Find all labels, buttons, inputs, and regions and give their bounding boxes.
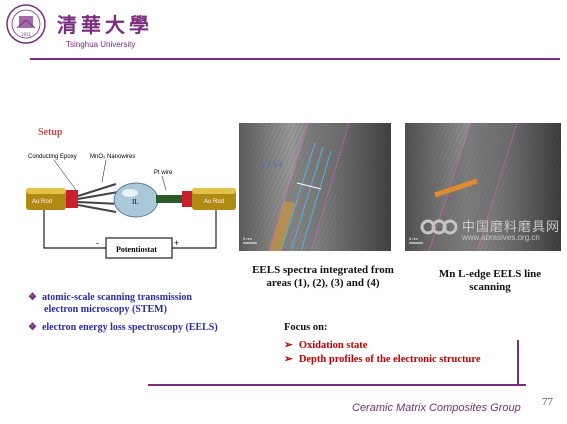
focus-item-oxidation: ➢ Oxidation state bbox=[284, 339, 367, 351]
arrow-bullet-icon: ➢ bbox=[284, 340, 293, 351]
left-au-rod-label: Au Rod bbox=[32, 199, 52, 205]
arrow-bullet-icon: ➢ bbox=[284, 354, 293, 365]
conducting-epoxy bbox=[66, 190, 78, 208]
bullet-eels: ❖ electron energy loss spectroscopy (EELS… bbox=[28, 322, 218, 334]
area-number-labels: 1 2 3 4 bbox=[261, 162, 283, 169]
caption-eels-spectra: EELS spectra integrated from areas (1), … bbox=[252, 264, 394, 289]
bullet-eels-text: electron energy loss spectroscopy (EELS) bbox=[41, 322, 218, 333]
diamond-bullet-icon: ❖ bbox=[28, 322, 37, 333]
potentiostat-box bbox=[105, 237, 173, 259]
minus-sign: - bbox=[96, 238, 99, 248]
il-label: IL bbox=[132, 198, 139, 206]
setup-title: Setup bbox=[38, 127, 63, 138]
university-name-chinese: 清華大學 bbox=[57, 13, 153, 37]
eels-line-scan-micrograph: 5 nm bbox=[405, 123, 561, 251]
watermark-url: www.abrasives.org.cn bbox=[462, 233, 540, 242]
stem-micrograph-areas: 1 2 3 4 5 nm bbox=[239, 123, 391, 251]
focus-title: Focus on: bbox=[284, 322, 328, 333]
tsinghua-seal-logo: 1911 bbox=[6, 4, 46, 44]
watermark-chinese: 中国磨料磨具网 bbox=[462, 220, 561, 235]
bullet-stem-text-1: atomic-scale scanning transmission bbox=[41, 292, 192, 303]
scale-bar-1: 5 nm bbox=[243, 236, 253, 241]
focus-item-text: Oxidation state bbox=[298, 340, 368, 351]
footer-vertical-divider bbox=[517, 340, 519, 386]
diamond-bullet-icon: ❖ bbox=[28, 292, 37, 303]
pt-wire bbox=[156, 195, 182, 203]
seal-year: 1911 bbox=[21, 32, 32, 37]
pt-wire-label: Pt wire bbox=[154, 170, 173, 176]
plus-sign: + bbox=[174, 238, 179, 248]
scale-bar-2: 5 nm bbox=[409, 236, 419, 241]
bullet-stem-continued: electron microscopy (STEM) bbox=[44, 304, 167, 315]
nanowires-label: MnO₂ Nanowires bbox=[90, 154, 135, 160]
line-scan-marker bbox=[434, 178, 478, 198]
abrasives-watermark-logo bbox=[420, 219, 458, 235]
setup-schematic: Conducting Epoxy MnO₂ Nanowires Pt wire … bbox=[24, 146, 238, 270]
bullet-stem: ❖ atomic-scale scanning transmission bbox=[28, 292, 192, 304]
footer-divider bbox=[148, 384, 526, 386]
potentiostat-label: Potentiostat bbox=[116, 245, 157, 254]
university-name-english: Tsinghua University bbox=[66, 40, 136, 49]
footer-group-name: Ceramic Matrix Composites Group bbox=[352, 402, 521, 414]
conducting-epoxy-label: Conducting Epoxy bbox=[28, 154, 77, 160]
caption-line-scan: Mn L-edge EELS line scanning bbox=[438, 268, 542, 293]
right-au-rod-label: Au Rod bbox=[204, 199, 224, 205]
focus-item-text: Depth profiles of the electronic structu… bbox=[298, 354, 481, 365]
focus-item-depth-profiles: ➢ Depth profiles of the electronic struct… bbox=[284, 353, 480, 365]
page-number: 77 bbox=[542, 396, 553, 408]
header-divider bbox=[30, 58, 560, 60]
